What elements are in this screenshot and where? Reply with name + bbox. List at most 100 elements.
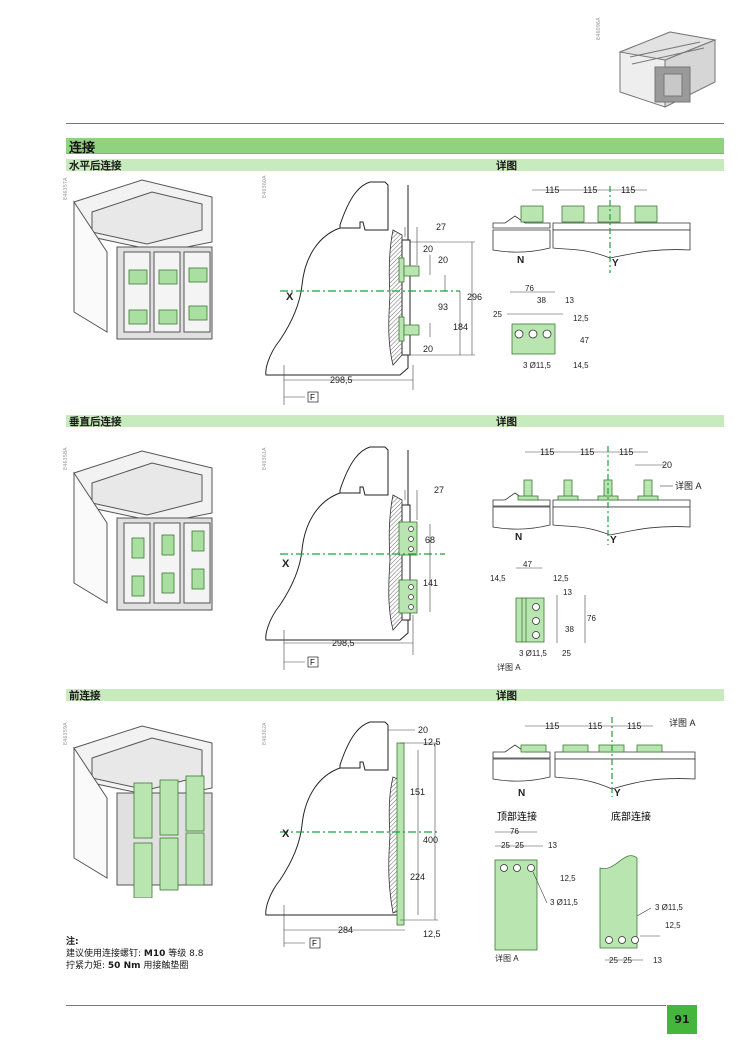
dim-14-5: 14,5 bbox=[490, 574, 506, 583]
bottom-connection-detail: 底部连接 3 Ø11,5 12,5 25 25 13 bbox=[599, 810, 683, 965]
pitch-3: 115 bbox=[627, 721, 641, 731]
dim-12-5: 12,5 bbox=[553, 574, 569, 583]
dim-20b: 20 bbox=[438, 255, 448, 265]
note-bolt-spec: 建议使用连接螺钉: M10 等级 8.8 bbox=[66, 949, 204, 959]
dim-14-5: 14,5 bbox=[573, 361, 589, 370]
ref-f-label: F bbox=[312, 939, 317, 948]
dim-12-5-bottom: 12,5 bbox=[423, 929, 441, 939]
dim-298: 298,5 bbox=[332, 638, 355, 648]
detail-a-ref: 详图 A bbox=[669, 717, 696, 728]
detail-title: 详图 bbox=[496, 690, 517, 702]
top-divider bbox=[66, 123, 724, 124]
axis-y-label: Y bbox=[612, 258, 619, 269]
note-torque-spec: 拧紧力矩: 50 Nm 用接触垫圈 bbox=[66, 961, 189, 971]
dim-12-5: 12,5 bbox=[560, 874, 576, 883]
section-title: 水平后连接 bbox=[69, 160, 122, 172]
figure-id: E46096A bbox=[596, 17, 602, 41]
dim-25a: 25 bbox=[501, 841, 510, 850]
breaker-product-image bbox=[618, 31, 717, 108]
figure-id: E46359A bbox=[63, 722, 69, 746]
side-view-front: 20 12,5 151 400 224 12,5 284 X F bbox=[265, 721, 441, 949]
pitch-2: 115 bbox=[580, 447, 594, 457]
dim-13: 13 bbox=[563, 588, 572, 597]
dim-13: 13 bbox=[548, 841, 557, 850]
detail-top-vertical: 115 115 115 20 详图 A N Y bbox=[492, 446, 702, 545]
side-view-horizontal: 27 20 20 93 184 296 20 298,5 X F bbox=[265, 181, 482, 405]
dim-38: 38 bbox=[537, 296, 546, 305]
dim-151: 151 bbox=[410, 787, 425, 797]
section-header-horizontal: 水平后连接 详图 bbox=[66, 159, 724, 172]
dim-76: 76 bbox=[510, 827, 519, 836]
pitch-1: 115 bbox=[545, 185, 559, 195]
dim-93: 93 bbox=[438, 302, 448, 312]
axis-x-label: X bbox=[282, 558, 290, 570]
figure-id: E46361A bbox=[262, 447, 268, 471]
installation-notes: 注: 建议使用连接螺钉: M10 等级 8.8 拧紧力矩: 50 Nm 用接触垫… bbox=[66, 936, 203, 972]
dim-284: 284 bbox=[338, 925, 353, 935]
dim-47: 47 bbox=[580, 336, 589, 345]
dim-20: 20 bbox=[418, 725, 428, 735]
dim-68: 68 bbox=[425, 535, 435, 545]
note-label: 注: bbox=[66, 937, 79, 947]
top-connection-detail: 顶部连接 76 25 25 13 12,5 3 Ø11,5 详图 A bbox=[494, 810, 578, 963]
dim-400: 400 bbox=[423, 835, 438, 845]
holes-spec: 3 Ø11,5 bbox=[655, 903, 683, 912]
iso-view-vertical bbox=[73, 450, 213, 611]
neutral-label: N bbox=[518, 788, 525, 797]
iso-view-horizontal bbox=[73, 179, 213, 340]
dim-20c: 20 bbox=[423, 344, 433, 354]
dim-25b: 25 bbox=[623, 956, 632, 965]
dim-76: 76 bbox=[587, 614, 596, 623]
dim-20: 20 bbox=[662, 460, 672, 470]
dim-296: 296 bbox=[467, 292, 482, 302]
dim-25b: 25 bbox=[515, 841, 524, 850]
dim-13: 13 bbox=[653, 956, 662, 965]
holes-spec: 3 Ø11,5 bbox=[550, 898, 578, 907]
detail-top-front: 115 115 115 详图 A N Y bbox=[492, 717, 696, 797]
section-header-front: 前连接 详图 bbox=[66, 689, 724, 702]
pitch-3: 115 bbox=[621, 185, 635, 195]
axis-y-label: Y bbox=[610, 535, 617, 545]
top-connection-title: 顶部连接 bbox=[497, 810, 537, 823]
side-view-vertical: 27 68 141 298,5 X F bbox=[265, 446, 445, 670]
detail-a-ref: 详图 A bbox=[675, 480, 702, 491]
dim-224: 224 bbox=[410, 872, 425, 882]
pitch-2: 115 bbox=[583, 185, 597, 195]
dim-27: 27 bbox=[436, 222, 446, 232]
pitch-1: 115 bbox=[545, 721, 559, 731]
dim-25: 25 bbox=[562, 649, 571, 658]
main-section-title: 连接 bbox=[69, 141, 96, 156]
pitch-1: 115 bbox=[540, 447, 554, 457]
bottom-divider bbox=[66, 1005, 666, 1006]
section-title: 垂直后连接 bbox=[69, 416, 122, 428]
neutral-label: N bbox=[515, 532, 522, 543]
section-header-vertical: 垂直后连接 详图 bbox=[66, 415, 724, 428]
figure-id: E46357A bbox=[63, 177, 69, 201]
dim-27: 27 bbox=[434, 485, 444, 495]
detail-top-horizontal: 115 115 115 N Y bbox=[492, 185, 691, 273]
page-number: 91 bbox=[667, 1005, 697, 1034]
holes-spec: 3 Ø11,5 bbox=[519, 649, 547, 658]
bar-detail-vertical: 47 14,5 12,5 13 76 38 25 3 Ø11,5 详图 A bbox=[490, 560, 596, 672]
dim-25: 25 bbox=[493, 310, 502, 319]
dim-25a: 25 bbox=[609, 956, 618, 965]
axis-x-label: X bbox=[282, 828, 290, 840]
bar-detail-horizontal: 76 38 13 25 12,5 47 14,5 3 Ø11,5 bbox=[493, 284, 589, 370]
dim-12-5-top: 12,5 bbox=[423, 737, 441, 747]
dim-141: 141 bbox=[423, 578, 438, 588]
axis-x-label: X bbox=[286, 291, 294, 303]
pitch-3: 115 bbox=[619, 447, 633, 457]
section-title: 前连接 bbox=[69, 690, 101, 702]
bottom-connection-title: 底部连接 bbox=[611, 810, 651, 823]
dim-298: 298,5 bbox=[330, 375, 353, 385]
holes-spec: 3 Ø11,5 bbox=[523, 361, 551, 370]
dim-20a: 20 bbox=[423, 244, 433, 254]
dim-38: 38 bbox=[565, 625, 574, 634]
dim-76: 76 bbox=[525, 284, 534, 293]
ref-f-label: F bbox=[310, 393, 315, 402]
detail-title: 详图 bbox=[496, 160, 517, 172]
dim-184: 184 bbox=[453, 322, 468, 332]
neutral-label: N bbox=[517, 255, 524, 266]
ref-f-label: F bbox=[310, 658, 315, 667]
pitch-2: 115 bbox=[588, 721, 602, 731]
